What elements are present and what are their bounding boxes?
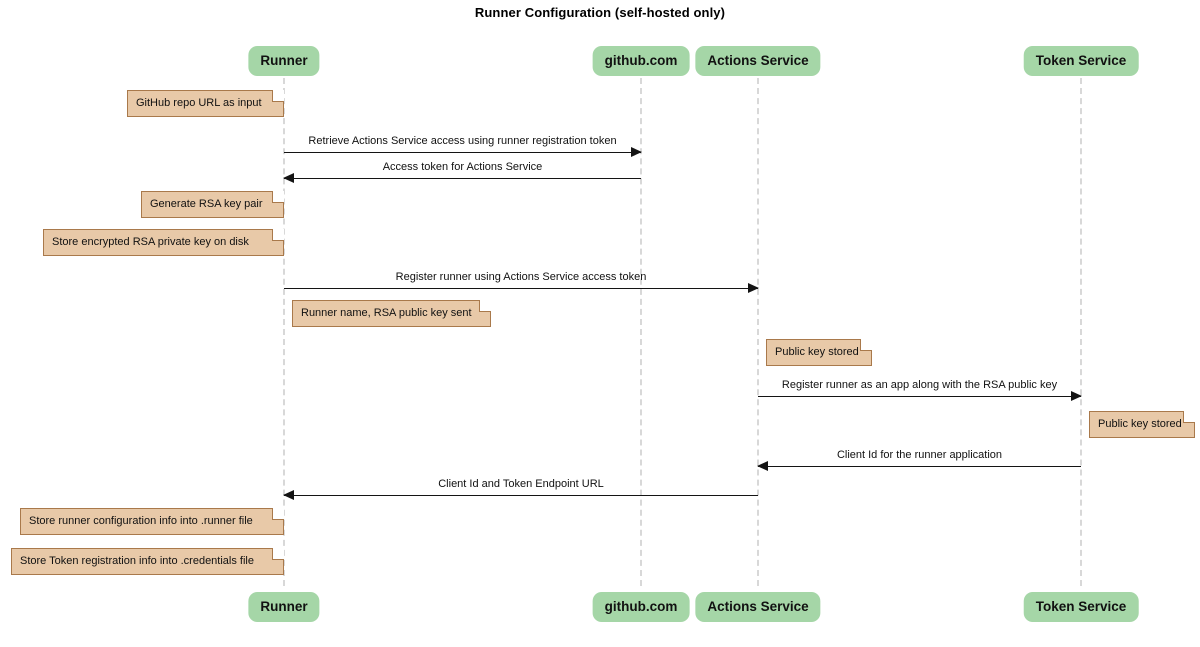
note-fold-corner-icon (1183, 411, 1195, 423)
note-box: Public key stored (766, 339, 872, 366)
page-title: Runner Configuration (self-hosted only) (474, 5, 726, 20)
participant-bottom-actions[interactable]: Actions Service (695, 592, 821, 622)
arrowhead-icon (748, 282, 759, 293)
note-box: Store Token registration info into .cred… (11, 548, 284, 575)
note-text: Generate RSA key pair (150, 198, 263, 210)
participant-top-actions[interactable]: Actions Service (695, 46, 821, 76)
participant-label: Actions Service (707, 599, 809, 614)
message-label: Client Id and Token Endpoint URL (438, 478, 604, 490)
message-line (284, 178, 641, 179)
participant-top-runner[interactable]: Runner (248, 46, 320, 76)
note-fold-corner-icon (272, 229, 284, 241)
note-fold-corner-icon (479, 300, 491, 312)
message-line (284, 495, 758, 496)
message-label: Client Id for the runner application (836, 449, 1003, 461)
note-fold-corner-icon (272, 548, 284, 560)
participant-bottom-runner[interactable]: Runner (248, 592, 320, 622)
note-box: Generate RSA key pair (141, 191, 284, 218)
lifeline-actions (757, 78, 759, 586)
lifeline-runner (283, 78, 285, 586)
note-text: Store encrypted RSA private key on disk (52, 236, 249, 248)
participant-label: Token Service (1035, 53, 1127, 68)
participant-top-github[interactable]: github.com (592, 46, 690, 76)
arrowhead-icon (283, 172, 294, 183)
arrowhead-icon (283, 489, 294, 500)
arrowhead-icon (1071, 390, 1082, 401)
message-line (284, 288, 758, 289)
note-text: Store Token registration info into .cred… (20, 555, 254, 567)
participant-label: Actions Service (707, 53, 809, 68)
arrowhead-icon (631, 146, 642, 157)
note-text: Public key stored (775, 346, 859, 358)
message-label: Register runner using Actions Service ac… (395, 271, 647, 283)
note-text: Runner name, RSA public key sent (301, 307, 472, 319)
participant-top-token[interactable]: Token Service (1023, 46, 1139, 76)
note-text: GitHub repo URL as input (136, 97, 262, 109)
arrowhead-icon (757, 460, 768, 471)
participant-bottom-token[interactable]: Token Service (1023, 592, 1139, 622)
lifeline-github (640, 78, 642, 586)
note-fold-corner-icon (860, 339, 872, 351)
participant-label: github.com (604, 599, 678, 614)
note-box: GitHub repo URL as input (127, 90, 284, 117)
note-box: Public key stored (1089, 411, 1195, 438)
participant-label: Token Service (1035, 599, 1127, 614)
message-label: Retrieve Actions Service access using ru… (308, 135, 617, 147)
message-line (284, 152, 641, 153)
participant-bottom-github[interactable]: github.com (592, 592, 690, 622)
participant-label: Runner (260, 599, 308, 614)
note-fold-corner-icon (272, 508, 284, 520)
message-line (758, 466, 1081, 467)
note-fold-corner-icon (272, 90, 284, 102)
note-box: Store encrypted RSA private key on disk (43, 229, 284, 256)
note-box: Store runner configuration info into .ru… (20, 508, 284, 535)
participant-label: Runner (260, 53, 308, 68)
lifeline-token (1080, 78, 1082, 586)
message-line (758, 396, 1081, 397)
note-text: Store runner configuration info into .ru… (29, 515, 253, 527)
participant-label: github.com (604, 53, 678, 68)
message-label: Register runner as an app along with the… (781, 379, 1058, 391)
note-text: Public key stored (1098, 418, 1182, 430)
message-label: Access token for Actions Service (382, 161, 543, 173)
note-box: Runner name, RSA public key sent (292, 300, 491, 327)
note-fold-corner-icon (272, 191, 284, 203)
